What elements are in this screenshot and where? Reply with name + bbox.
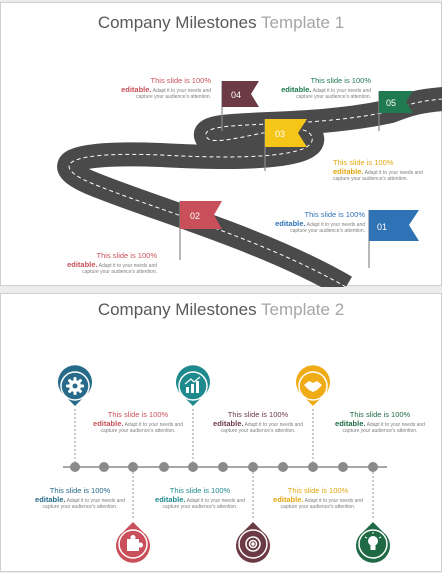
road-markings — [68, 98, 442, 287]
milestone-bold: editable. — [121, 85, 152, 94]
top-item-3-text: This slide is 100% editable. Adapt it to… — [335, 410, 425, 434]
bottom-item-1-text: This slide is 100% editable. Adapt it to… — [35, 486, 125, 510]
milestone-bold: editable. — [333, 167, 364, 176]
title-sub: Template 2 — [261, 300, 345, 319]
flag-05: 05 — [378, 91, 413, 131]
target-icon — [245, 536, 261, 552]
milestone-body: Adapt it to your needs and capture your … — [136, 88, 211, 100]
milestone-bold: editable. — [281, 85, 312, 94]
handshake-icon — [304, 381, 322, 392]
milestone-body: Adapt it to your needs and capture your … — [42, 498, 125, 510]
milestone-05-text: This slide is 100% editable. Adapt it to… — [279, 76, 371, 100]
gear-icon — [66, 377, 84, 395]
timeline-dots — [70, 462, 378, 472]
milestone-heading: This slide is 100% — [227, 410, 289, 419]
milestone-bold: editable. — [67, 260, 98, 269]
flag-number-05: 05 — [386, 98, 396, 108]
milestone-bold: editable. — [35, 495, 66, 504]
timeline — [57, 365, 390, 563]
milestone-body: Adapt it to your needs and capture your … — [162, 498, 245, 510]
slide-1-title: Company Milestones Template 1 — [1, 13, 441, 33]
milestone-01-text: This slide is 100% editable. Adapt it to… — [271, 210, 365, 234]
milestone-bold: editable. — [273, 495, 304, 504]
milestone-heading: This slide is 100% — [169, 486, 231, 495]
milestone-heading: This slide is 100% — [310, 76, 371, 85]
bottom-item-2-text: This slide is 100% editable. Adapt it to… — [155, 486, 245, 510]
milestone-body: Adapt it to your needs and capture your … — [280, 498, 363, 510]
pin-puzzle — [116, 522, 150, 563]
flag-number-02: 02 — [190, 211, 200, 221]
milestone-heading: This slide is 100% — [49, 486, 111, 495]
milestone-body: Adapt it to your needs and capture your … — [220, 422, 303, 434]
milestone-heading: This slide is 100% — [107, 410, 169, 419]
milestone-heading: This slide is 100% — [349, 410, 411, 419]
pin-chart — [175, 365, 210, 406]
flag-01: 01 — [368, 210, 419, 268]
milestone-heading: This slide is 100% — [304, 210, 365, 219]
milestone-body: Adapt it to your needs and capture your … — [290, 222, 365, 234]
bottom-item-3-text: This slide is 100% editable. Adapt it to… — [273, 486, 363, 510]
milestone-body: Adapt it to your needs and capture your … — [296, 88, 371, 100]
slide-2-title: Company Milestones Template 2 — [1, 300, 441, 320]
timeline-connectors — [74, 409, 374, 519]
title-main: Company Milestones — [97, 300, 257, 319]
flag-04: 04 — [221, 81, 259, 131]
top-item-1-text: This slide is 100% editable. Adapt it to… — [93, 410, 183, 434]
flag-number-01: 01 — [377, 222, 387, 232]
milestone-heading: This slide is 100% — [287, 486, 349, 495]
milestone-body: Adapt it to your needs and capture your … — [100, 422, 183, 434]
milestone-body: Adapt it to your needs and capture your … — [342, 422, 425, 434]
chart-icon — [184, 376, 201, 393]
milestone-heading: This slide is 100% — [150, 76, 211, 85]
lightbulb-icon — [364, 532, 382, 550]
pin-gear — [57, 365, 92, 406]
flag-number-04: 04 — [231, 90, 241, 100]
pin-target — [236, 522, 271, 563]
pin-lightbulb — [356, 522, 390, 563]
milestone-02-text: This slide is 100% editable. Adapt it to… — [65, 251, 157, 275]
milestone-bold: editable. — [93, 419, 124, 428]
flag-03: 03 — [264, 119, 307, 171]
milestone-bold: editable. — [155, 495, 186, 504]
pin-handshake — [296, 365, 331, 406]
milestone-bold: editable. — [335, 419, 366, 428]
slide-template-1[interactable]: Company Milestones Template 1 04 05 03 0… — [0, 2, 442, 287]
milestone-bold: editable. — [213, 419, 244, 428]
slide-template-2[interactable]: Company Milestones Template 2 — [0, 293, 442, 572]
milestone-body: Adapt it to your needs and capture your … — [82, 263, 157, 275]
puzzle-icon — [127, 535, 143, 551]
flag-number-03: 03 — [275, 129, 285, 139]
milestone-03-text: This slide is 100% editable. Adapt it to… — [333, 158, 431, 182]
flag-02: 02 — [179, 201, 222, 260]
milestone-body: Adapt it to your needs and capture your … — [333, 170, 423, 182]
title-sub: Template 1 — [261, 13, 345, 32]
milestone-bold: editable. — [275, 219, 306, 228]
milestone-heading: This slide is 100% — [333, 158, 394, 167]
top-item-2-text: This slide is 100% editable. Adapt it to… — [213, 410, 303, 434]
title-main: Company Milestones — [97, 13, 257, 32]
milestone-heading: This slide is 100% — [96, 251, 157, 260]
milestone-04-text: This slide is 100% editable. Adapt it to… — [119, 76, 211, 100]
winding-road — [57, 87, 442, 287]
